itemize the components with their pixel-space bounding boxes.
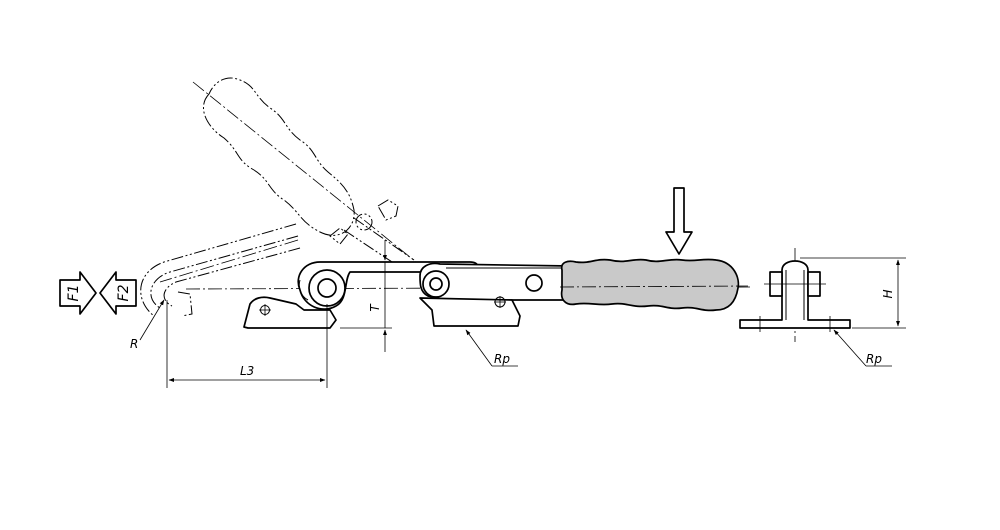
clamp-front-view <box>739 248 851 342</box>
radius-label: R <box>130 337 138 351</box>
force-arrow-f1: F1 <box>59 271 97 315</box>
rp-side-label: Rp <box>494 352 510 366</box>
base-plate-left <box>243 296 337 329</box>
rp-side-leader <box>465 329 493 367</box>
dimension-t: T <box>340 240 392 352</box>
radius-leader <box>139 299 165 341</box>
grip-handle <box>560 258 740 312</box>
dimension-h: H <box>800 257 906 329</box>
push-down-arrow <box>665 187 693 255</box>
latch-hook-closed <box>297 261 479 310</box>
rp-front-leader <box>833 329 867 367</box>
h-label: H <box>881 289 895 298</box>
l3-label: L3 <box>240 364 254 378</box>
lever-assembly <box>419 262 571 327</box>
t-label: T <box>368 303 382 312</box>
force-arrow-f2: F2 <box>99 271 137 315</box>
open-handle-phantom <box>192 77 427 271</box>
clamp-side-view: F1 F2 R L3 T Rp <box>59 77 751 388</box>
f1-label: F1 <box>66 285 82 302</box>
open-hook-phantom <box>140 223 301 317</box>
dimension-l3: L3 <box>166 300 328 388</box>
grip-centerline <box>559 285 749 288</box>
f2-label: F2 <box>116 284 132 301</box>
rp-front-label: Rp <box>866 352 882 366</box>
